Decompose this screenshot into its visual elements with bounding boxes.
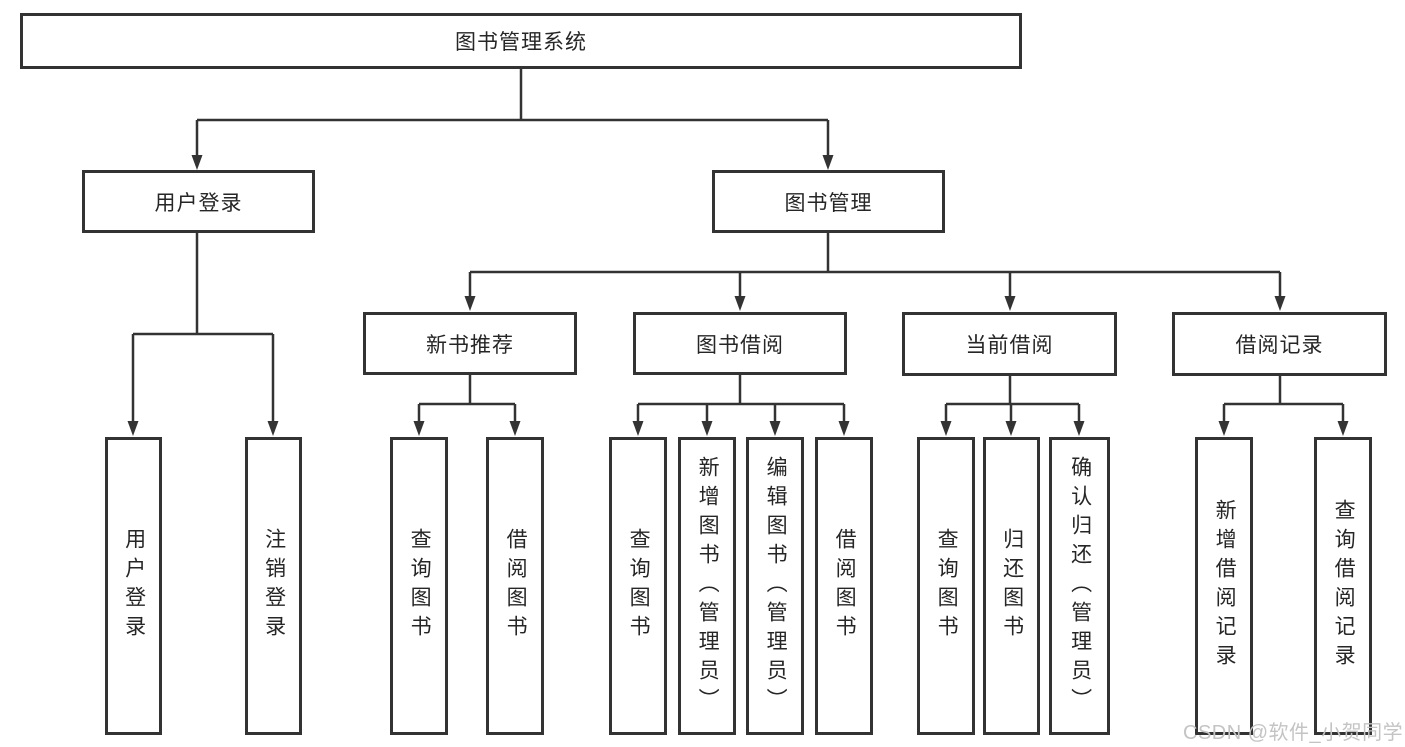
leaf-edit-book-admin: 编辑图书（管理员） xyxy=(746,437,804,735)
node-borrowing-records: 借阅记录 xyxy=(1172,312,1387,376)
leaf-borrow-books-borrowing: 借阅图书 xyxy=(815,437,873,735)
leaf-confirm-return-admin-label: 确认归还（管理员） xyxy=(1068,455,1092,717)
leaf-edit-book-admin-label: 编辑图书（管理员） xyxy=(764,455,788,717)
node-book-borrowing: 图书借阅 xyxy=(633,312,847,375)
leaf-add-borrow-record-label: 新增借阅记录 xyxy=(1213,499,1237,673)
connector-paths xyxy=(131,69,1345,424)
node-user-login: 用户登录 xyxy=(82,170,315,233)
leaf-confirm-return-admin: 确认归还（管理员） xyxy=(1049,437,1110,735)
leaf-add-book-admin: 新增图书（管理员） xyxy=(678,437,736,735)
leaf-query-books-borrowing-label: 查询图书 xyxy=(627,528,651,644)
leaf-query-books-borrowing: 查询图书 xyxy=(609,437,667,735)
leaf-add-borrow-record: 新增借阅记录 xyxy=(1195,437,1253,735)
node-book-management: 图书管理 xyxy=(712,170,945,233)
leaf-query-books-current-label: 查询图书 xyxy=(935,528,959,644)
leaf-query-books-recommend: 查询图书 xyxy=(390,437,448,735)
csdn-watermark: CSDN @软件_小贺同学 xyxy=(1183,722,1404,744)
leaf-logout-label: 注销登录 xyxy=(262,528,286,644)
leaf-query-borrow-record: 查询借阅记录 xyxy=(1314,437,1372,735)
leaf-return-books-label: 归还图书 xyxy=(1000,528,1024,644)
leaf-query-books-current: 查询图书 xyxy=(917,437,975,735)
node-current-borrowing: 当前借阅 xyxy=(902,312,1117,376)
leaf-borrow-books-recommend-label: 借阅图书 xyxy=(504,528,528,644)
arrowheads xyxy=(127,155,1349,436)
node-book-management-system: 图书管理系统 xyxy=(20,13,1022,69)
leaf-borrow-books-recommend: 借阅图书 xyxy=(486,437,544,735)
node-new-book-recommendation: 新书推荐 xyxy=(363,312,577,375)
leaf-logout: 注销登录 xyxy=(245,437,302,735)
leaf-user-login-label: 用户登录 xyxy=(122,528,146,644)
leaf-return-books: 归还图书 xyxy=(983,437,1040,735)
leaf-add-book-admin-label: 新增图书（管理员） xyxy=(696,455,720,717)
leaf-query-books-recommend-label: 查询图书 xyxy=(408,528,432,644)
leaf-query-borrow-record-label: 查询借阅记录 xyxy=(1332,499,1356,673)
leaf-borrow-books-borrowing-label: 借阅图书 xyxy=(833,528,857,644)
leaf-user-login: 用户登录 xyxy=(105,437,162,735)
